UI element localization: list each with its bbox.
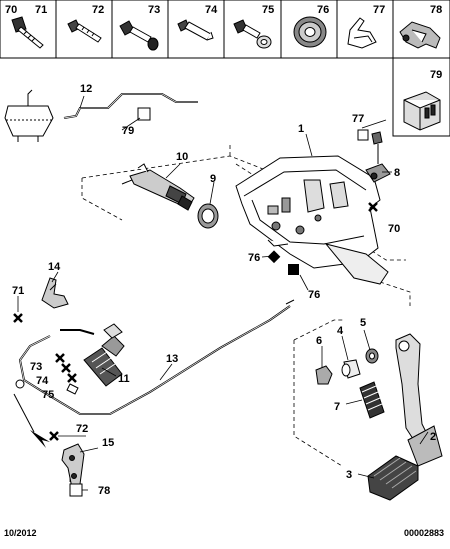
callout-76: 76 <box>248 252 260 264</box>
bracket-icon <box>399 21 441 49</box>
connector-icon <box>403 91 441 131</box>
callout-6: 6 <box>316 335 322 347</box>
bolt-flange-icon <box>119 20 159 51</box>
slave-cylinder <box>83 323 125 387</box>
parts-grid-extra-cell <box>392 57 450 137</box>
callout-4: 4 <box>337 325 344 337</box>
clip-icon <box>347 17 377 49</box>
callout-10: 10 <box>176 151 188 163</box>
cross-marker <box>13 313 23 323</box>
cross-marker <box>55 353 77 383</box>
master-cylinder <box>121 163 195 211</box>
callout-13: 13 <box>166 353 178 365</box>
callout-78: 78 <box>98 485 110 497</box>
callout-79: 79 <box>122 125 134 137</box>
bolt-icon <box>177 19 214 41</box>
pedal-box-assembly <box>235 155 389 285</box>
leader-lines <box>17 95 429 491</box>
callout-2: 2 <box>430 431 436 443</box>
callout-12: 12 <box>80 83 92 95</box>
cross-marker <box>368 202 378 212</box>
callout-15: 15 <box>102 437 114 449</box>
bracket-reference-box <box>69 483 83 497</box>
pointer-arrow <box>30 430 50 448</box>
pedal-parts-group <box>315 333 443 501</box>
callout-7: 7 <box>334 401 340 413</box>
connector-reference-box <box>137 107 151 121</box>
pedal-switch <box>357 129 391 183</box>
bolt-marker <box>288 264 299 275</box>
callout-70: 70 <box>388 223 400 235</box>
bolt-washer-icon <box>66 383 79 395</box>
switch-reference-box <box>357 129 369 141</box>
bolt-icon <box>67 19 102 43</box>
grid-number-75: 75 <box>262 4 274 16</box>
callout-1: 1 <box>298 123 304 135</box>
grid-number-74: 74 <box>205 4 218 16</box>
bolt-marker <box>267 250 281 264</box>
reference-code: 00002883 <box>403 528 444 538</box>
callout-73: 73 <box>30 361 42 373</box>
callout-76: 76 <box>308 289 320 301</box>
parts-grid-frame <box>0 0 450 59</box>
cross-marker <box>49 431 59 441</box>
bolt-flange-icon <box>11 16 44 49</box>
grid-number-77: 77 <box>373 4 385 16</box>
clutch-hydraulic-line <box>18 305 291 415</box>
callout-11: 11 <box>118 373 130 385</box>
cylinder-seal <box>197 203 219 229</box>
callout-77: 77 <box>352 113 364 125</box>
grid-number-71: 71 <box>35 4 47 16</box>
pipe-clip <box>41 277 69 309</box>
callout-5: 5 <box>360 317 366 329</box>
parts-grid <box>0 0 450 137</box>
grid-number-72: 72 <box>92 4 104 16</box>
callout-3: 3 <box>346 469 352 481</box>
mounting-bracket <box>61 443 85 489</box>
callout-14: 14 <box>48 261 61 273</box>
callout-71: 71 <box>12 285 24 297</box>
callout-75: 75 <box>42 389 54 401</box>
callout-74: 74 <box>36 375 49 387</box>
grid-number-76: 76 <box>317 4 329 16</box>
date-code: 10/2012 <box>4 528 37 538</box>
grid-number-70: 70 <box>5 4 17 16</box>
reservoir-reference <box>4 89 54 142</box>
bolt-washer-icon <box>233 19 272 49</box>
grid-number-78: 78 <box>430 4 442 16</box>
grid-number-79: 79 <box>430 69 442 81</box>
callout-8: 8 <box>394 167 400 179</box>
callout-72: 72 <box>76 423 88 435</box>
hydraulic-pipe <box>63 93 198 119</box>
callout-9: 9 <box>210 173 216 185</box>
grommet-icon <box>293 16 327 48</box>
grid-number-73: 73 <box>148 4 160 16</box>
